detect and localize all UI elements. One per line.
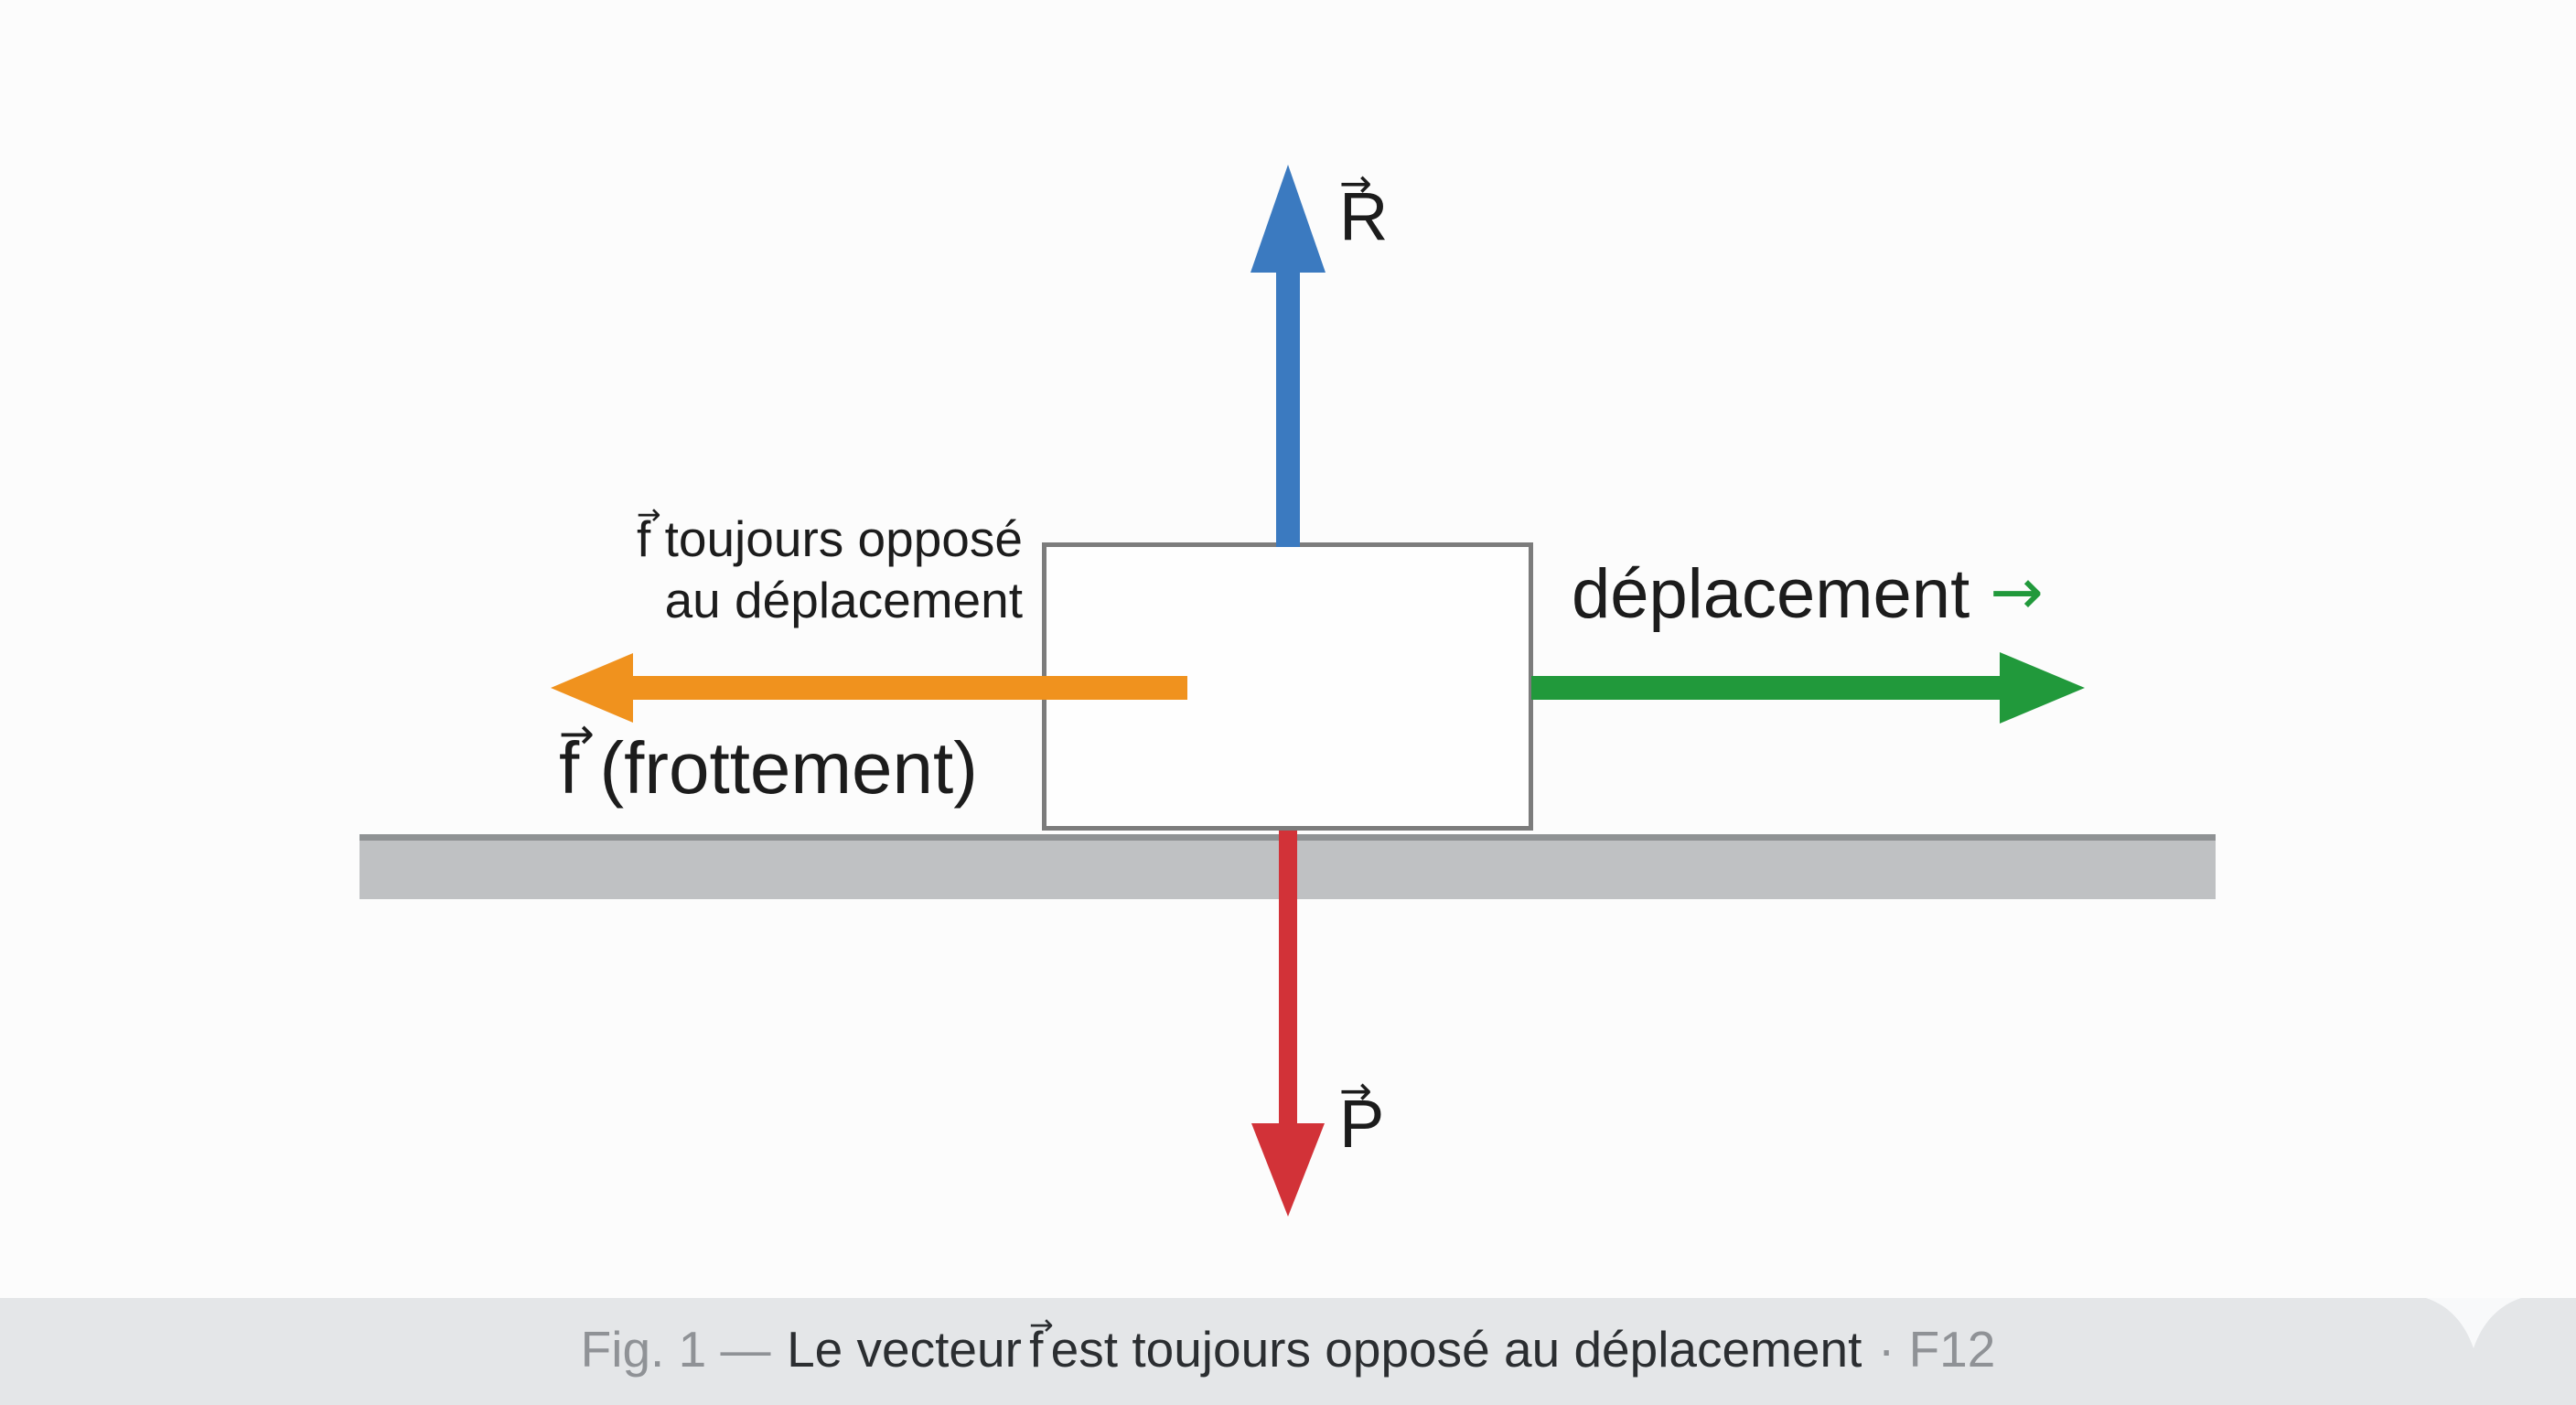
right-arrow-icon: → [1990, 555, 2044, 629]
displacement-arrow-head [2000, 652, 2085, 724]
caption-vector-letter: f [1029, 1321, 1044, 1378]
friction-note-line2: au déplacement [664, 572, 1023, 629]
displacement-arrow-shaft [1531, 676, 2002, 700]
figure-number: Fig. 1 — [580, 1321, 771, 1378]
reaction-label: →R [1339, 165, 1388, 251]
vector-arrow-icon: → [1029, 1307, 1054, 1343]
caption-vector-symbol: →f [1029, 1310, 1054, 1375]
weight-letter: P [1339, 1086, 1385, 1162]
friction-note-line1: →f toujours opposé [637, 499, 1023, 570]
weight-label: →P [1339, 1072, 1384, 1158]
displacement-label-text: déplacement [1572, 555, 1970, 633]
note-vector-symbol: →f [637, 499, 661, 564]
vector-arrow-icon: → [1339, 1068, 1372, 1115]
friction-note: →f toujours opposé au déplacement [637, 499, 1023, 631]
weight-vector-symbol: →P [1339, 1072, 1384, 1158]
vector-arrow-icon: → [1339, 161, 1372, 208]
displacement-label: déplacement→ [1572, 560, 2044, 629]
reaction-arrow-shaft [1276, 267, 1300, 547]
note-line1-text: toujours opposé [650, 510, 1023, 567]
friction-vector-symbol: →f [559, 712, 595, 805]
reaction-vector-symbol: →R [1339, 165, 1388, 251]
caption-text-before: Le vecteur [787, 1321, 1022, 1378]
note-letter: f [637, 510, 651, 567]
weight-arrow-shaft [1279, 831, 1297, 1127]
friction-arrow-shaft [629, 676, 1187, 700]
reaction-letter: R [1339, 178, 1389, 254]
friction-letter: f [559, 727, 580, 809]
vector-arrow-icon: → [637, 497, 661, 532]
friction-arrow-head [551, 653, 633, 723]
vector-arrow-icon: → [559, 708, 595, 758]
friction-label: →f (frottement) [559, 712, 978, 805]
caption-text-after: est toujours opposé au déplacement [1050, 1321, 1862, 1378]
weight-arrow-head [1251, 1123, 1325, 1217]
reaction-arrow-head [1250, 165, 1326, 273]
figure-code: · F12 [1877, 1321, 1996, 1378]
chevron-down-icon [2426, 1298, 2521, 1348]
friction-label-text: (frottement) [579, 727, 978, 809]
